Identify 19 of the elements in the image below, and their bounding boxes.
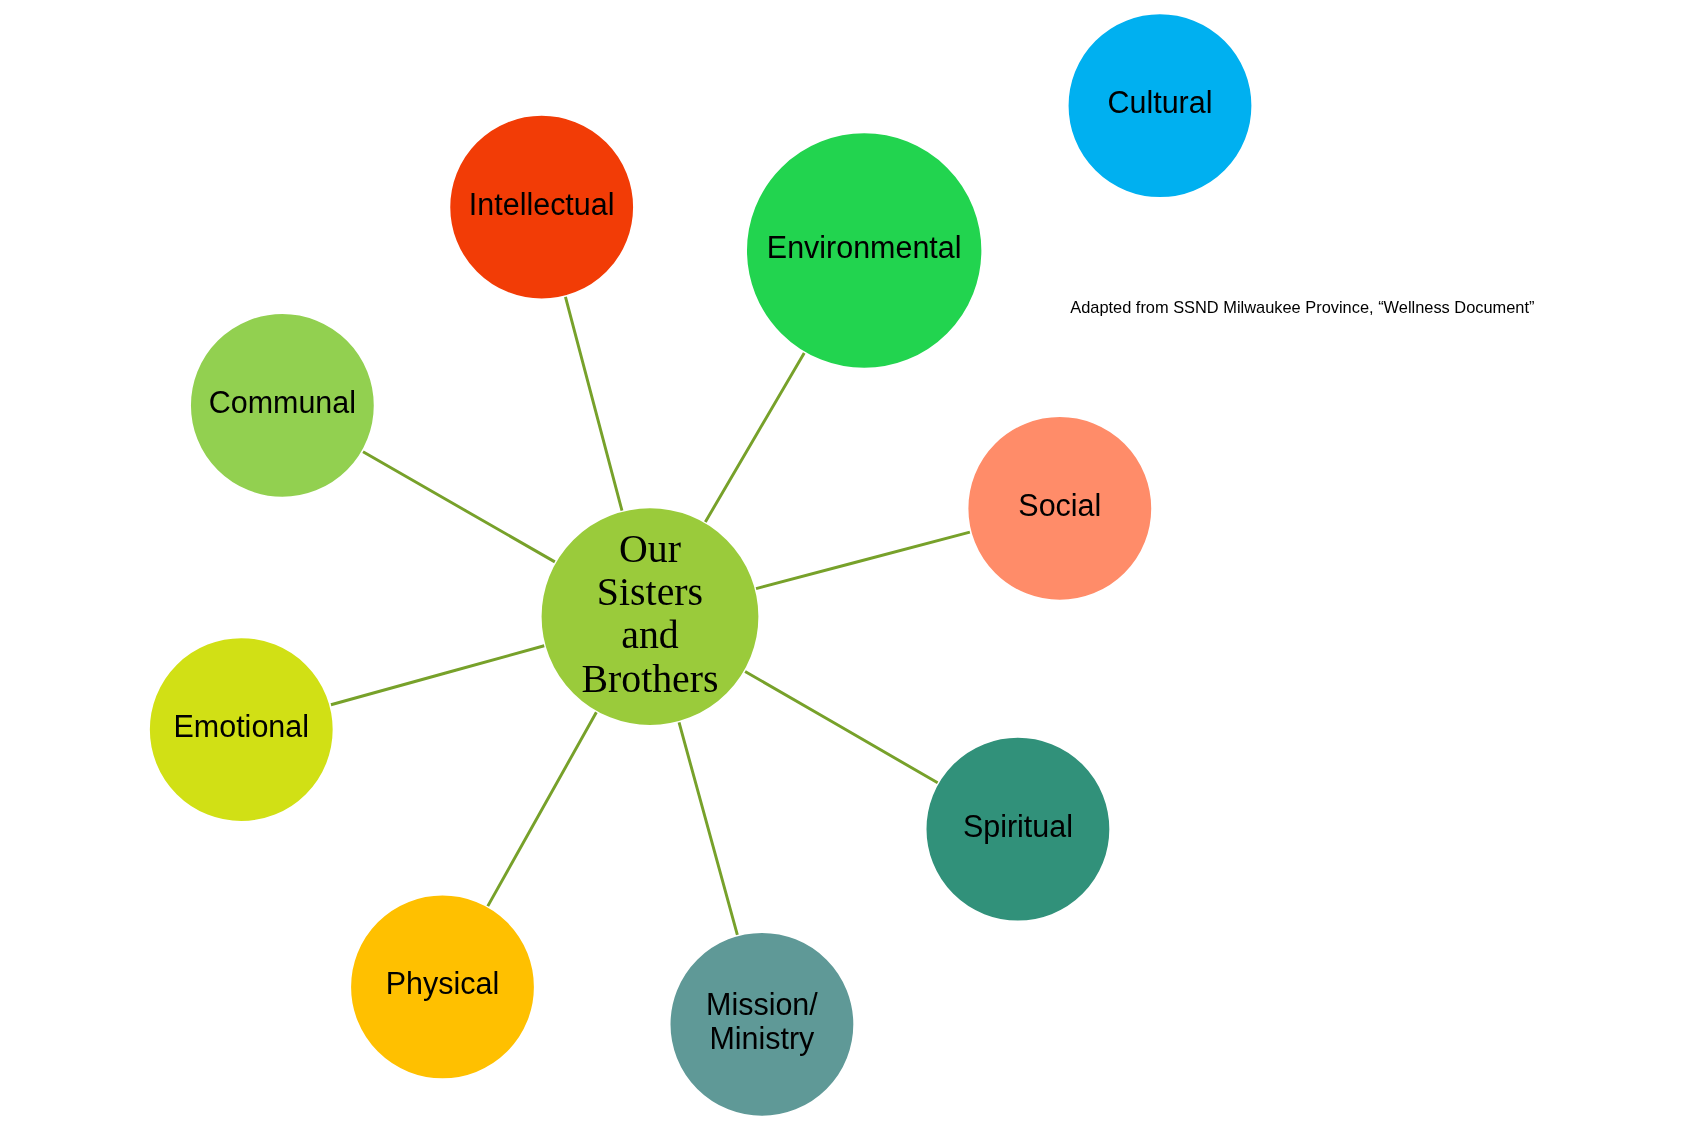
node-circle: Our Sisters and Brothers bbox=[539, 505, 761, 728]
label: Adapted from SSND Milwaukee Province, “Wellness Document” bbox=[1070, 297, 1535, 316]
connector bbox=[704, 352, 806, 523]
node-circle: Social bbox=[966, 414, 1154, 603]
node-circle: Intellectual bbox=[447, 113, 636, 301]
node-circle: Environmental bbox=[744, 131, 984, 371]
connector bbox=[362, 450, 556, 564]
node-circle: Physical bbox=[348, 893, 537, 1081]
connector bbox=[564, 296, 624, 511]
connector bbox=[486, 711, 598, 907]
connector bbox=[744, 670, 939, 785]
connector bbox=[755, 530, 971, 590]
node-circle: Emotional bbox=[147, 635, 335, 824]
node-circle: Communal bbox=[188, 311, 377, 500]
connector bbox=[677, 722, 739, 936]
node-circle: Cultural bbox=[1066, 11, 1254, 200]
node-circle: Mission/ Ministry bbox=[668, 930, 856, 1119]
connector bbox=[330, 644, 545, 707]
node-circle: Spiritual bbox=[924, 735, 1112, 923]
